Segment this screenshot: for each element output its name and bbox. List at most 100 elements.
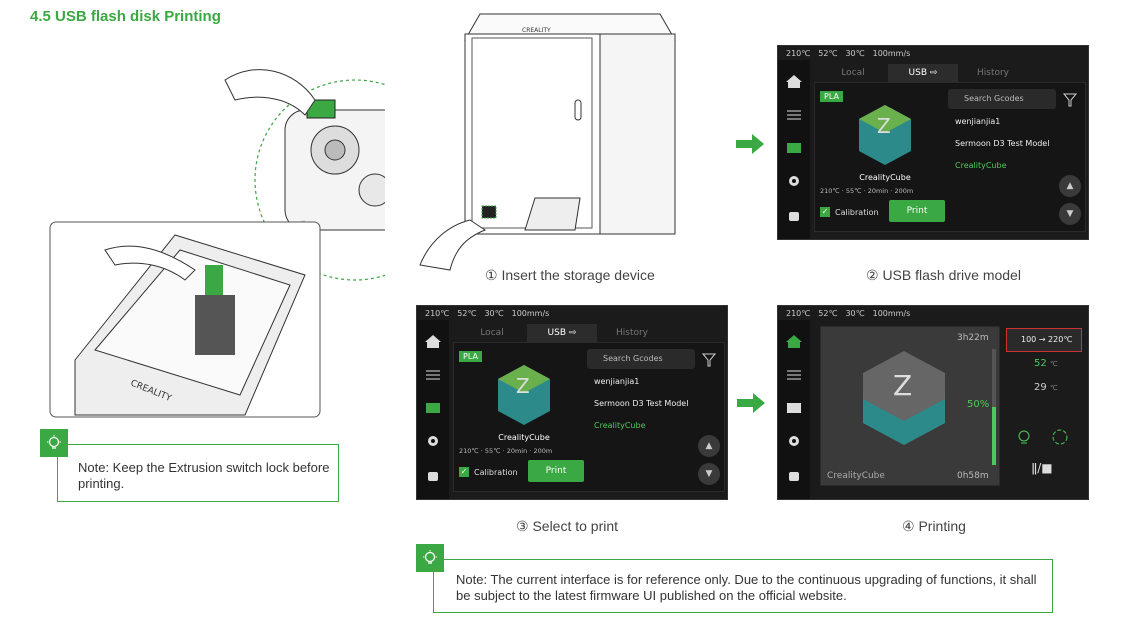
print-preview-panel: Z 3h22m 0h58m 50% CrealityCube [820,326,1000,486]
elapsed-time: 3h22m [957,333,989,343]
pause-stop-button[interactable]: ǁ/■ [1031,461,1053,475]
note-left: Note: Keep the Extrusion switch lock bef… [40,429,339,502]
gear-icon[interactable] [425,434,441,448]
cube-preview-icon: Z [863,351,945,445]
home-icon[interactable] [786,74,802,88]
arrow-icon [736,134,764,154]
printer-front-illustration: CREALITY [419,13,676,271]
progress-label: 50% [967,399,990,410]
tab-history[interactable]: History [615,328,649,338]
bulb-icon [416,544,444,572]
chamber-temp-field[interactable]: 29 ℃ [1034,382,1058,393]
status-bar: 210℃ 52℃ 30℃ 100mm/s [778,46,1088,60]
usb-slot [481,205,497,219]
printer-front-brand: CREALITY [522,27,551,34]
svg-text:Z: Z [893,369,912,402]
file-item-folder[interactable]: wenjianjia1 [955,117,1001,126]
arrow-icon [737,393,765,413]
settings-sliders-icon[interactable] [786,368,802,382]
check-icon[interactable]: ✓ [459,467,469,477]
step3-caption: ③ Select to print [516,518,619,534]
file-item-selected[interactable]: CrealityCube [594,421,646,430]
step2-caption: ② USB flash drive model [866,267,1021,283]
screen-usb-files: 210℃ 52℃ 30℃ 100mm/s Local USB ⇨ History… [777,45,1089,240]
search-input[interactable]: Search Gcodes [948,89,1056,109]
file-item-model[interactable]: Sermoon D3 Test Model [594,399,689,408]
sidebar [417,320,449,499]
screen-select-print: 210℃ 52℃ 30℃ 100mm/s Local USB ⇨ History… [416,305,728,500]
search-input[interactable]: Search Gcodes [587,349,695,369]
print-button[interactable]: Print [528,460,584,482]
folder-icon[interactable] [786,400,802,414]
settings-sliders-icon[interactable] [425,368,441,382]
svg-text:Z: Z [516,374,530,398]
tab-local[interactable]: Local [841,68,865,78]
gear-icon[interactable] [786,174,802,188]
scroll-up-button[interactable]: ▲ [698,435,720,457]
nozzle-temp-field[interactable]: 100 → 220℃ [1006,328,1082,352]
light-bulb-icon[interactable] [1014,428,1034,446]
tab-usb[interactable]: USB ⇨ [888,64,958,82]
chamber-temp: 30℃ [845,48,865,58]
screen-printing: 210℃ 52℃ 30℃ 100mm/s Z 3h22m 0h58m 50% C… [777,305,1089,500]
file-item-model[interactable]: Sermoon D3 Test Model [955,139,1050,148]
home-icon[interactable] [425,334,441,348]
progress-fill [992,407,996,465]
step1-caption: ① Insert the storage device [485,267,655,283]
model-name: CrealityCube [498,433,550,442]
tab-history[interactable]: History [976,68,1010,78]
gear-icon[interactable] [786,434,802,448]
tab-usb[interactable]: USB ⇨ [527,324,597,342]
cube-model-icon: Z [498,365,550,425]
scroll-down-button[interactable]: ▼ [698,463,720,485]
model-name: CrealityCube [859,173,911,182]
model-meta: 210℃ · 55℃ · 20min · 200m [459,447,553,455]
note-left-text: Note: Keep the Extrusion switch lock bef… [78,460,330,491]
temp-panel: 100 → 220℃ 52 ℃ 29 ℃ [1006,328,1082,416]
calibration-label: Calibration [474,467,518,477]
folder-icon[interactable] [786,140,802,154]
bed-temp: 52℃ [818,48,838,58]
nozzle-temp: 210℃ [786,48,811,58]
file-item-folder[interactable]: wenjianjia1 [594,377,640,386]
bulb-icon [40,429,68,457]
svg-text:Z: Z [877,114,891,138]
status-bar: 210℃ 52℃ 30℃ 100mm/s [786,308,911,318]
section-title: 4.5 USB flash disk Printing [30,8,221,25]
check-icon[interactable]: ✓ [820,207,830,217]
material-badge: PLA [459,351,482,362]
note-bottom-text: Note: The current interface is for refer… [456,572,1037,603]
print-button[interactable]: Print [889,200,945,222]
fan-icon[interactable] [1050,428,1070,446]
calibration-toggle[interactable]: ✓ Calibration [459,467,518,477]
sidebar [778,60,810,239]
status-bar: 210℃ 52℃ 30℃ 100mm/s [425,308,550,318]
bed-temp-field[interactable]: 52 ℃ [1034,358,1058,369]
filter-icon[interactable] [1063,93,1077,107]
tab-bar: Local USB ⇨ History [457,324,667,342]
robot-icon[interactable] [425,468,441,482]
robot-icon[interactable] [786,468,802,482]
step4-caption: ④ Printing [902,518,966,534]
folder-icon[interactable] [425,400,441,414]
material-badge: PLA [820,91,843,102]
filter-icon[interactable] [702,353,716,367]
scroll-up-button[interactable]: ▲ [1059,175,1081,197]
settings-sliders-icon[interactable] [786,108,802,122]
file-panel: PLA Z CrealityCube 210℃ · 55℃ · 20min · … [453,342,725,492]
model-name: CrealityCube [827,471,885,481]
print-speed: 100mm/s [872,48,911,58]
extruder-closeup [224,69,385,231]
file-panel: PLA Z CrealityCube 210℃ · 55℃ · 20min · … [814,82,1086,232]
tab-local[interactable]: Local [480,328,504,338]
file-item-selected[interactable]: CrealityCube [955,161,1007,170]
tab-bar: Local USB ⇨ History [818,64,1028,82]
calibration-toggle[interactable]: ✓ Calibration [820,207,879,217]
progress-track [992,349,996,465]
extruder-illustration: CREALITY [49,69,385,418]
robot-icon[interactable] [786,208,802,222]
scroll-down-button[interactable]: ▼ [1059,203,1081,225]
sidebar [778,320,810,499]
home-icon[interactable] [786,334,802,348]
